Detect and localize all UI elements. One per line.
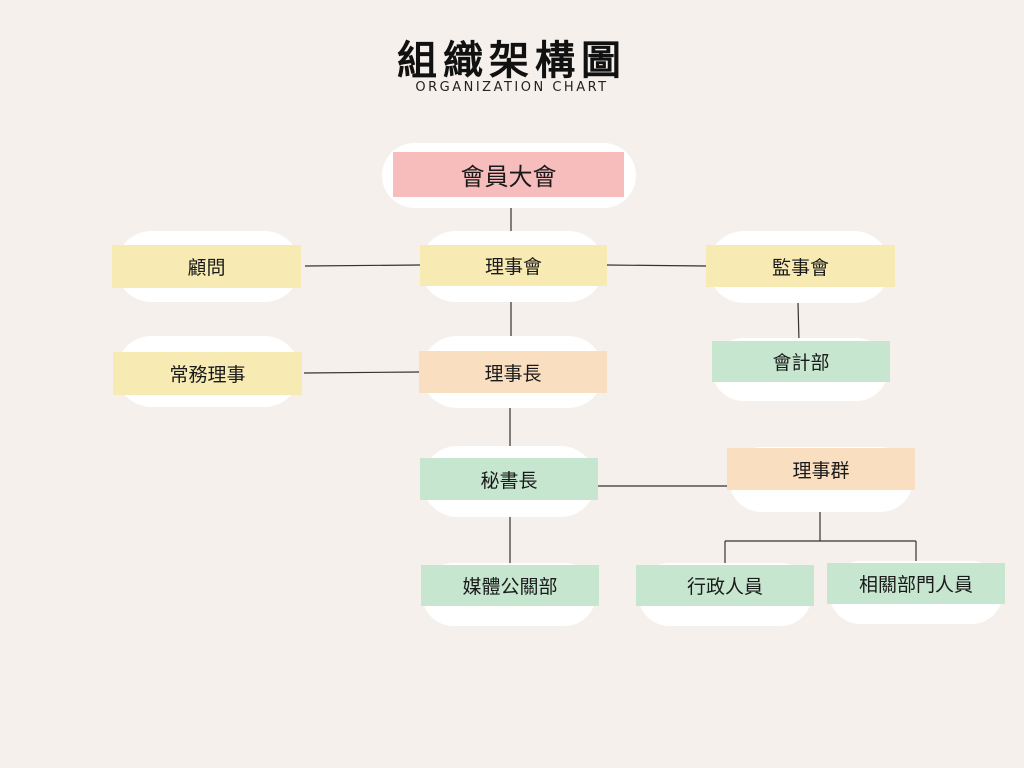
node-label: 行政人員: [636, 565, 814, 606]
node-label: 理事長: [419, 351, 607, 393]
connector-supervisors-accounting: [797, 302, 800, 342]
connector-advisor-board: [304, 264, 421, 267]
node-label: 媒體公關部: [421, 565, 599, 606]
node-label: 監事會: [706, 245, 895, 287]
node-label: 會員大會: [393, 152, 624, 197]
chart-subtitle: ORGANIZATION CHART: [415, 80, 609, 95]
node-label: 理事會: [420, 245, 607, 286]
node-label: 理事群: [727, 448, 915, 490]
node-label: 相關部門人員: [827, 563, 1005, 604]
connector-board-supervisors: [606, 264, 707, 267]
node-label: 會計部: [712, 341, 890, 382]
node-label: 顧問: [112, 245, 301, 288]
node-label: 秘書長: [420, 458, 598, 500]
connector-executive-chairman: [303, 371, 420, 374]
chart-title: 組織架構圖: [397, 38, 627, 84]
node-label: 常務理事: [113, 352, 302, 395]
